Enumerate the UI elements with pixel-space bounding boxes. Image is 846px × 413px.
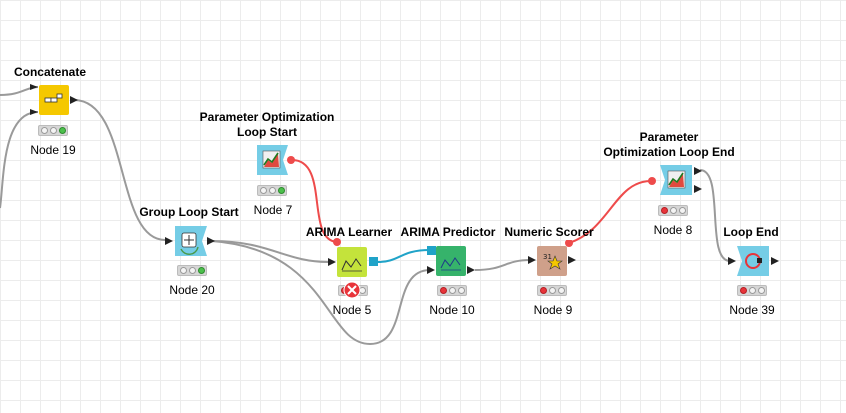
- flow-variable-output-port[interactable]: [565, 240, 573, 247]
- node-title-line: Group Loop Start: [139, 205, 239, 219]
- svg-text:31: 31: [543, 253, 552, 261]
- node-label-5[interactable]: Node 5: [332, 303, 372, 317]
- node-title-group-loop-start[interactable]: Group Loop Start: [139, 205, 238, 220]
- node-label-39[interactable]: Node 39: [729, 303, 775, 317]
- numeric-scorer-node[interactable]: 31: [528, 240, 578, 278]
- node-title-line: Parameter Optimization: [199, 110, 335, 124]
- node-title-concatenate[interactable]: Concatenate: [14, 65, 86, 80]
- node-label-20[interactable]: Node 20: [169, 283, 215, 297]
- model-connection-learner-to-predictor[interactable]: [377, 249, 431, 263]
- output-port-1[interactable]: [694, 167, 702, 175]
- output-port[interactable]: [568, 256, 576, 264]
- node-title-line: Optimization Loop End: [603, 145, 735, 159]
- output-port[interactable]: [771, 257, 779, 265]
- input-port-1[interactable]: [30, 84, 38, 90]
- output-port-2[interactable]: [694, 185, 702, 193]
- arima-predictor-node[interactable]: [427, 244, 477, 278]
- node-label-8[interactable]: Node 8: [653, 223, 693, 237]
- node-title-arima-predictor[interactable]: ARIMA Predictor: [401, 225, 496, 240]
- model-input-port[interactable]: [427, 246, 436, 255]
- error-icon: [343, 281, 361, 299]
- input-port-2[interactable]: [30, 109, 38, 115]
- node-title-line: Parameter: [639, 130, 699, 144]
- node-label-9[interactable]: Node 9: [533, 303, 573, 317]
- status-lights-node-39: [737, 285, 767, 296]
- model-output-port[interactable]: [369, 257, 378, 266]
- connection-param-end-to-loop-end[interactable]: [699, 169, 731, 262]
- node-label-10[interactable]: Node 10: [429, 303, 475, 317]
- node-title-line: ARIMA Learner: [305, 225, 393, 239]
- connection-group-loop-to-predictor[interactable]: [211, 240, 431, 346]
- connection-group-loop-to-learner[interactable]: [211, 240, 329, 263]
- group-loop-start-node[interactable]: [165, 225, 215, 259]
- input-port[interactable]: [728, 257, 736, 265]
- flow-variable-output-port[interactable]: [287, 156, 295, 164]
- input-port[interactable]: [528, 256, 536, 264]
- node-title-param-opt-end[interactable]: Parameter Optimization Loop End: [603, 130, 734, 160]
- input-port[interactable]: [328, 258, 336, 266]
- param-opt-start-node[interactable]: [255, 144, 295, 178]
- arima-learner-node[interactable]: [328, 238, 380, 278]
- node-title-line: Loop Start: [236, 125, 297, 139]
- connection-concatenate-to-group-loop[interactable]: [73, 99, 166, 241]
- node-title-loop-end[interactable]: Loop End: [723, 225, 778, 240]
- predictor-chart-icon: [436, 246, 466, 276]
- node-title-line: Loop End: [723, 225, 779, 239]
- node-title-line: ARIMA Predictor: [400, 225, 496, 239]
- status-lights-node-7: [257, 185, 287, 196]
- input-port[interactable]: [165, 237, 173, 245]
- flow-variable-scorer-to-param-end[interactable]: [568, 179, 653, 244]
- node-title-param-opt-start[interactable]: Parameter Optimization Loop Start: [200, 110, 335, 140]
- connection-left-to-concatenate-2[interactable]: [0, 111, 39, 209]
- status-lights-node-19: [38, 125, 68, 136]
- param-opt-end-node[interactable]: [648, 164, 704, 198]
- node-title-line: Numeric Scorer: [504, 225, 594, 239]
- status-lights-node-10: [437, 285, 467, 296]
- node-label-7[interactable]: Node 7: [253, 203, 293, 217]
- learner-chart-icon: [337, 247, 367, 277]
- loop-end-icon: [737, 246, 769, 276]
- flow-variable-param-start-to-learner[interactable]: [291, 159, 338, 243]
- status-lights-node-9: [537, 285, 567, 296]
- input-port[interactable]: [427, 266, 435, 274]
- node-title-arima-learner[interactable]: ARIMA Learner: [306, 225, 392, 240]
- node-label-19[interactable]: Node 19: [30, 143, 76, 157]
- connection-predictor-to-scorer[interactable]: [474, 259, 531, 271]
- output-port[interactable]: [207, 237, 215, 245]
- status-lights-node-20: [177, 265, 207, 276]
- node-title-numeric-scorer[interactable]: Numeric Scorer: [504, 225, 593, 240]
- output-port[interactable]: [467, 266, 475, 274]
- concatenate-node[interactable]: [30, 84, 78, 118]
- flow-variable-input-port[interactable]: [648, 177, 656, 185]
- status-lights-node-8: [658, 205, 688, 216]
- node-title-line: Concatenate: [13, 65, 87, 79]
- output-port[interactable]: [70, 96, 78, 104]
- loop-end-node[interactable]: [728, 245, 780, 279]
- flow-variable-input-port[interactable]: [333, 238, 341, 246]
